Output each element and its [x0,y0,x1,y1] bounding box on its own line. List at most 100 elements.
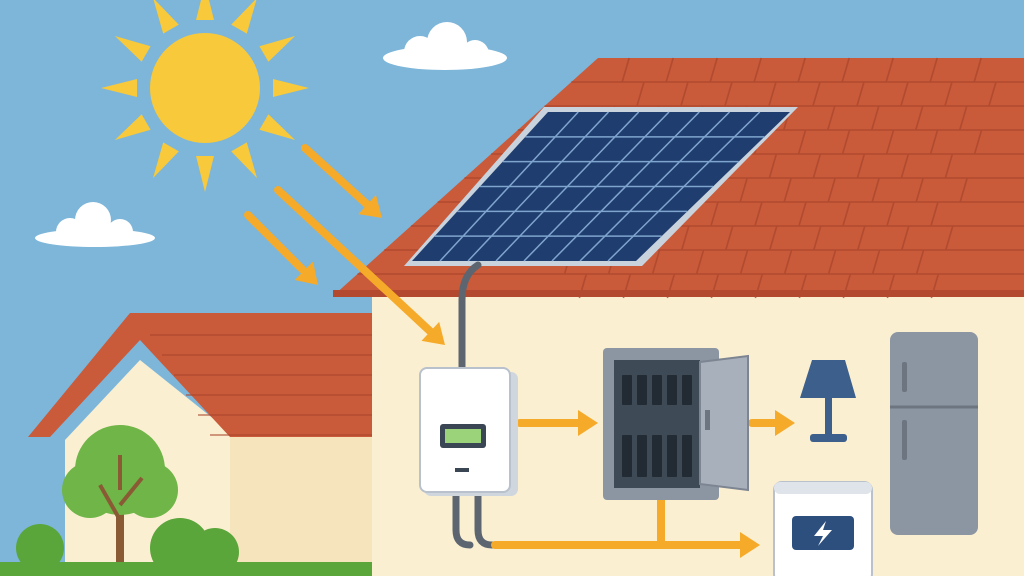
roof-tile-seam [827,177,836,203]
roof-tile-seam [812,81,821,107]
roof-tile-seam [797,129,807,155]
fridge-icon [890,332,978,535]
solar-panel-icon [404,107,798,266]
roof-tile-seam [886,201,895,227]
roof-tile-seam [695,249,705,275]
power-flow-arrow [516,410,598,436]
sun-ray [114,36,151,62]
sun-ray [259,114,296,140]
roof-tile-seam [841,129,851,155]
roof-tile-seam [826,105,836,131]
roof-tile-seam [870,105,880,131]
roof-tile-seam [621,57,630,83]
arrow-shaft [301,144,372,209]
breaker-switch [652,375,662,405]
roof-tile-seam [739,249,749,275]
roof-tile-seam [856,81,865,107]
breaker-switch [622,375,632,405]
sunlight-arrow [244,211,318,285]
sunlight-arrow [274,186,445,345]
cloud-icon [35,202,155,247]
arrow-head [740,532,760,558]
roof-tile-seam [710,201,719,227]
roof-tile-seam [958,105,968,131]
roof-tile-seam [842,201,851,227]
roof-tile-seam [665,57,674,83]
breaker-switch [682,435,692,477]
roof-tile-seam [797,57,806,83]
breaker-switch [637,375,647,405]
sun-ray [153,0,179,34]
roof-tile-seam [768,81,777,107]
arrow-head [358,194,382,218]
roof-tile-seam [871,249,881,275]
cloud-icon [383,22,507,70]
cables [452,261,496,549]
arrow-head [294,261,318,285]
roof-tile-seam [944,81,953,107]
roof-tile-seam [783,249,793,275]
roof-tile-seam [812,153,822,179]
battery-icon [773,481,873,576]
power-flow-arrow [748,410,795,436]
roof-tile-seam [973,129,983,155]
arrow-shaft [244,211,308,275]
roof-tile-seam [856,225,866,251]
grass [0,562,372,576]
roof-tile-seam [959,177,968,203]
roof-edge [333,290,1024,297]
lamp-icon [800,360,856,442]
roof-tile-seam [768,153,778,179]
sun-ray [259,36,296,62]
roof-tile-seam [944,153,954,179]
roof-tile-seam [900,225,910,251]
inverter-icon [419,367,518,496]
roof-tile-seam [812,225,822,251]
roof-tile-seam [930,201,939,227]
sun-ray [231,0,257,34]
arrow-head [775,410,795,436]
roof-tile-seam [783,177,792,203]
lightning-bolt-icon [814,521,832,546]
roof-tile-seam [753,57,762,83]
tree-icon [62,425,178,564]
breaker-switch [637,435,647,477]
roof-tile-seam [709,57,718,83]
breaker-switch [622,435,632,477]
roof-tile-seam [944,225,954,251]
roof-tile-seam [754,201,763,227]
breaker-switch [682,375,692,405]
roof-tile-seam [856,153,866,179]
breaker-switch [667,375,677,405]
roof-tile-seam [841,57,850,83]
roof-tile-seam [929,129,939,155]
breaker-switch [652,435,662,477]
roof-tile-seam [885,129,895,155]
roof-tile-seam [871,177,880,203]
roof-tile-seam [973,57,982,83]
roof-tile-seam [988,81,997,107]
roof-tile-seam [798,201,807,227]
roof-tile-seam [827,249,837,275]
roof-tile-seam [900,81,909,107]
roof-tile-seam [914,105,924,131]
roof-tile-seam [915,249,925,275]
arrow-head [421,321,445,345]
sunlight-arrows [244,144,795,558]
roof-tile-seam [768,225,778,251]
sun-icon [101,0,309,192]
roof-tile-seam [680,81,689,107]
roof-tile-seam [900,153,910,179]
roof-tile-seam [885,57,894,83]
sunlight-arrow [301,144,382,218]
roof-tile-seam [680,225,690,251]
roof-tile-seam [651,249,661,275]
roof-tile-seam [915,177,924,203]
power-flow-arrow [491,532,760,558]
arrow-shaft [274,186,435,336]
breaker-panel-icon [603,348,749,500]
arrow-head [578,410,598,436]
sun-ray [231,142,257,179]
roof-tile-seam [724,225,734,251]
